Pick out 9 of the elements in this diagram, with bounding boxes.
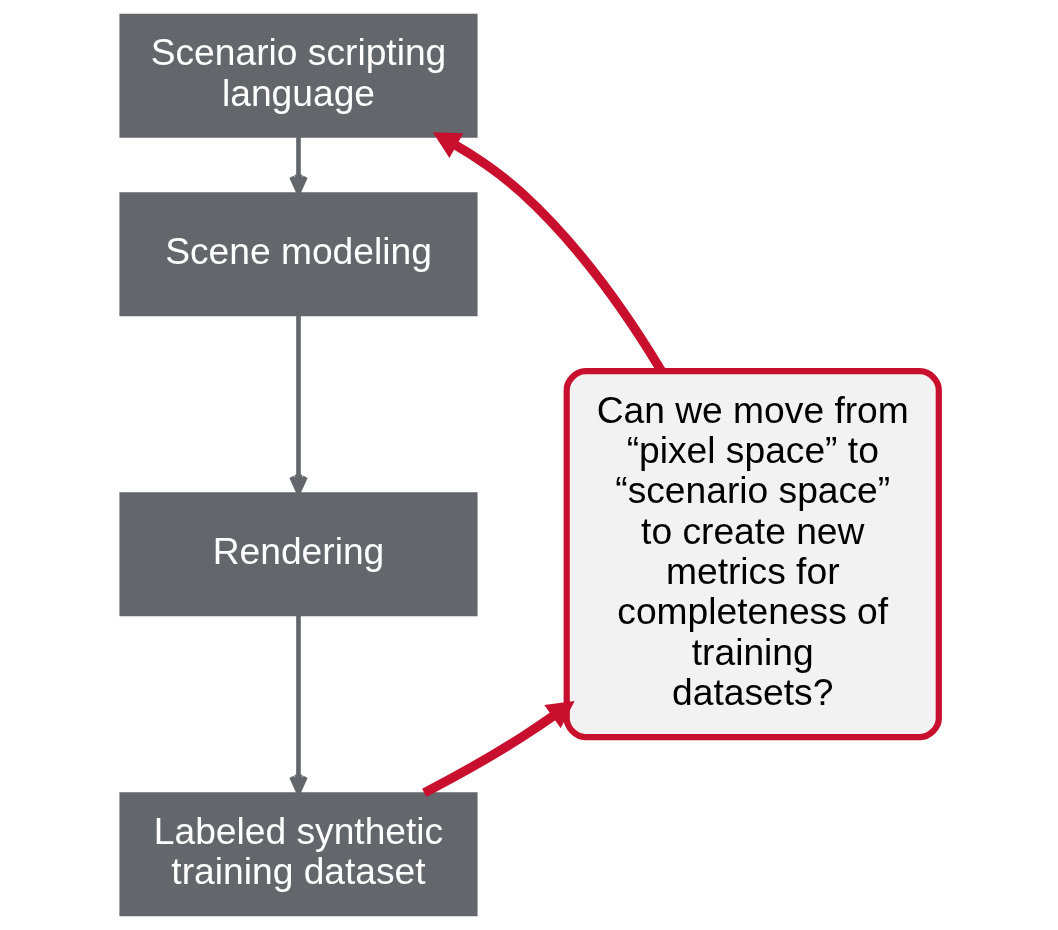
arrow: [288, 137, 308, 195]
node-box: Rendering: [118, 492, 478, 617]
node-box: Labeled synthetic training dataset: [118, 792, 478, 917]
node-box: Can we move from “pixel space” to “scenario space” to create new metrics for completeness of training datasets?: [563, 368, 942, 741]
arrow: [288, 615, 308, 795]
node-box: Scene modeling: [118, 192, 478, 317]
arrow: [421, 700, 575, 797]
node-box: Scenario scripting language: [118, 13, 478, 138]
arrow: [288, 315, 308, 495]
